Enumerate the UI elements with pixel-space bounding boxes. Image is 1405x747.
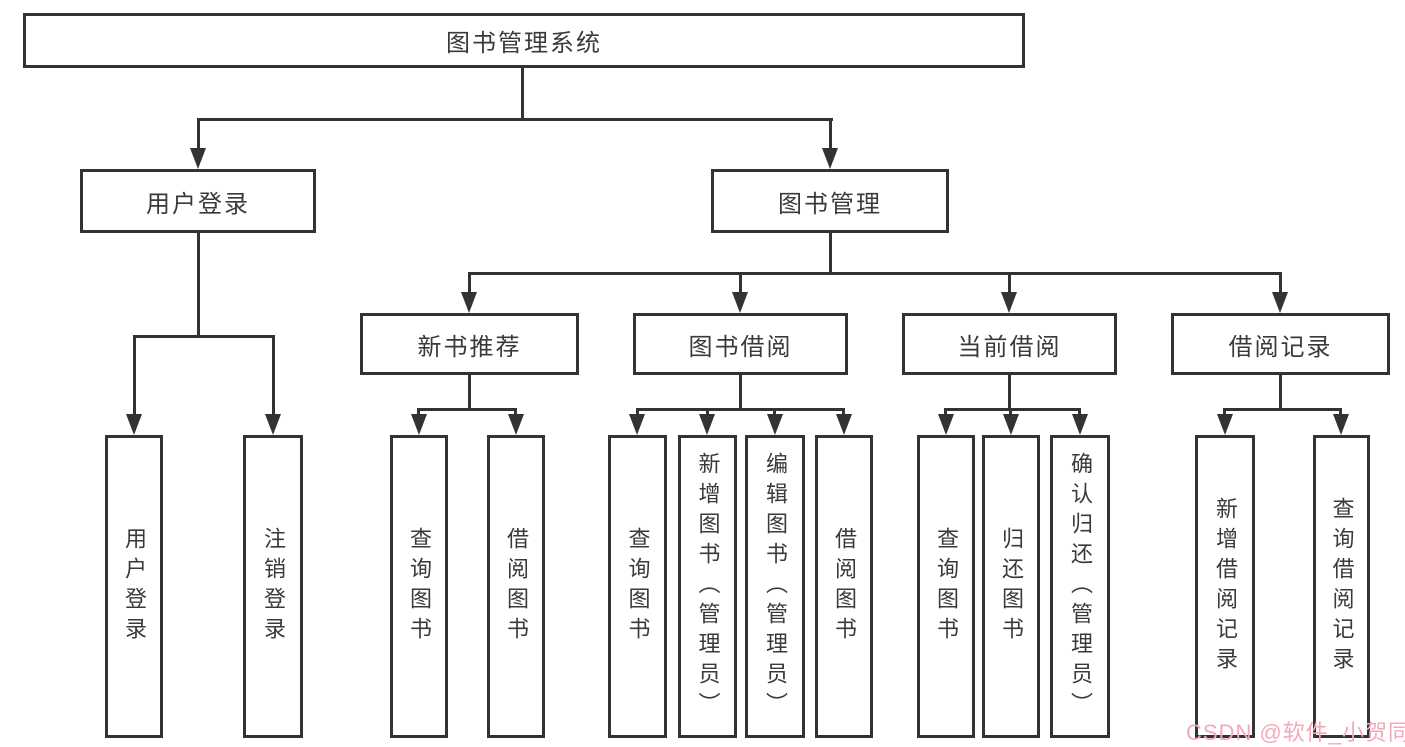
connector-line (468, 272, 471, 295)
connector-line (133, 335, 136, 415)
connector-line (197, 118, 833, 121)
arrowhead-down-icon (508, 414, 524, 435)
arrowhead-down-icon (1072, 414, 1088, 435)
connector-line (1279, 375, 1282, 408)
arrowhead-down-icon (411, 414, 427, 435)
node-label: 新增图书（管理员） (695, 451, 721, 722)
leaf-confirm-return-admin: 确认归还（管理员） (1050, 435, 1110, 738)
connector-line (773, 408, 776, 418)
node-book-management: 图书管理 (711, 169, 949, 233)
arrowhead-down-icon (1003, 414, 1019, 435)
node-label: 当前借阅 (957, 333, 1062, 361)
node-label: 确认归还（管理员） (1068, 451, 1093, 722)
connector-line (739, 272, 742, 295)
connector-line (272, 335, 275, 415)
arrowhead-down-icon (265, 414, 281, 435)
leaf-add-borrow-record: 新增借阅记录 (1195, 435, 1255, 738)
node-label: 新增借阅记录 (1213, 496, 1238, 677)
connector-line (514, 408, 517, 418)
connector-line (706, 408, 709, 418)
arrowhead-down-icon (732, 292, 748, 313)
node-borrow-records: 借阅记录 (1171, 313, 1390, 375)
leaf-add-books-admin: 新增图书（管理员） (678, 435, 737, 738)
node-label: 图书管理 (778, 190, 882, 218)
node-label: 查询图书 (934, 526, 959, 647)
node-user-login: 用户登录 (80, 169, 316, 233)
leaf-query-books: 查询图书 (390, 435, 448, 738)
node-label: 编辑图书（管理员） (763, 451, 788, 722)
connector-line (133, 335, 275, 338)
connector-line (468, 272, 1282, 275)
arrowhead-down-icon (699, 414, 715, 435)
leaf-borrow-books: 借阅图书 (487, 435, 545, 738)
node-label: 归还图书 (999, 526, 1024, 647)
connector-line (1339, 408, 1342, 418)
arrowhead-down-icon (1272, 292, 1288, 313)
arrowhead-down-icon (836, 414, 852, 435)
leaf-return-books: 归还图书 (982, 435, 1040, 738)
node-label: 注销登录 (261, 526, 286, 647)
leaf-logout: 注销登录 (243, 435, 303, 738)
arrowhead-down-icon (822, 148, 838, 169)
node-label: 图书借阅 (688, 333, 793, 361)
connector-line (521, 68, 524, 118)
connector-line (1078, 408, 1081, 418)
connector-line (829, 233, 832, 272)
connector-line (944, 408, 947, 418)
connector-line (417, 408, 420, 418)
connector-line (1008, 375, 1011, 408)
connector-line (829, 118, 832, 150)
leaf-query-books: 查询图书 (917, 435, 975, 738)
node-book-borrow: 图书借阅 (633, 313, 848, 375)
node-label: 新书推荐 (417, 333, 522, 361)
connector-line (1223, 408, 1342, 411)
connector-line (197, 118, 200, 150)
node-label: 借阅图书 (504, 526, 529, 647)
arrowhead-down-icon (126, 414, 142, 435)
connector-line (468, 375, 471, 408)
leaf-query-books: 查询图书 (608, 435, 667, 738)
connector-line (842, 408, 845, 418)
node-label: 借阅图书 (832, 526, 857, 647)
csdn-watermark: CSDN @软件_小贺同学 (1186, 720, 1405, 745)
node-label: 查询图书 (625, 526, 651, 647)
connector-line (1223, 408, 1226, 418)
node-root: 图书管理系统 (23, 13, 1025, 68)
connector-line (417, 408, 517, 411)
leaf-borrow-books: 借阅图书 (815, 435, 873, 738)
leaf-user-login: 用户登录 (105, 435, 163, 738)
arrowhead-down-icon (767, 414, 783, 435)
arrowhead-down-icon (629, 414, 645, 435)
arrowhead-down-icon (461, 292, 477, 313)
node-new-book-recommend: 新书推荐 (360, 313, 579, 375)
node-label: 查询借阅记录 (1329, 496, 1355, 677)
connector-line (1009, 408, 1012, 418)
node-label: 用户登录 (146, 190, 250, 218)
node-label: 借阅记录 (1228, 333, 1333, 361)
connector-line (197, 233, 200, 335)
leaf-query-borrow-record: 查询借阅记录 (1313, 435, 1370, 738)
connector-line (1008, 272, 1011, 295)
connector-line (636, 408, 639, 418)
connector-line (1279, 272, 1282, 295)
node-label: 查询图书 (407, 526, 432, 647)
arrowhead-down-icon (190, 148, 206, 169)
arrowhead-down-icon (1333, 414, 1349, 435)
connector-line (944, 408, 1081, 411)
node-label: 图书管理系统 (446, 30, 602, 57)
leaf-edit-books-admin: 编辑图书（管理员） (745, 435, 805, 738)
arrowhead-down-icon (1001, 292, 1017, 313)
node-label: 用户登录 (122, 526, 147, 647)
arrowhead-down-icon (938, 414, 954, 435)
arrowhead-down-icon (1217, 414, 1233, 435)
connector-line (739, 375, 742, 408)
connector-line (636, 408, 845, 411)
node-current-borrow: 当前借阅 (902, 313, 1117, 375)
